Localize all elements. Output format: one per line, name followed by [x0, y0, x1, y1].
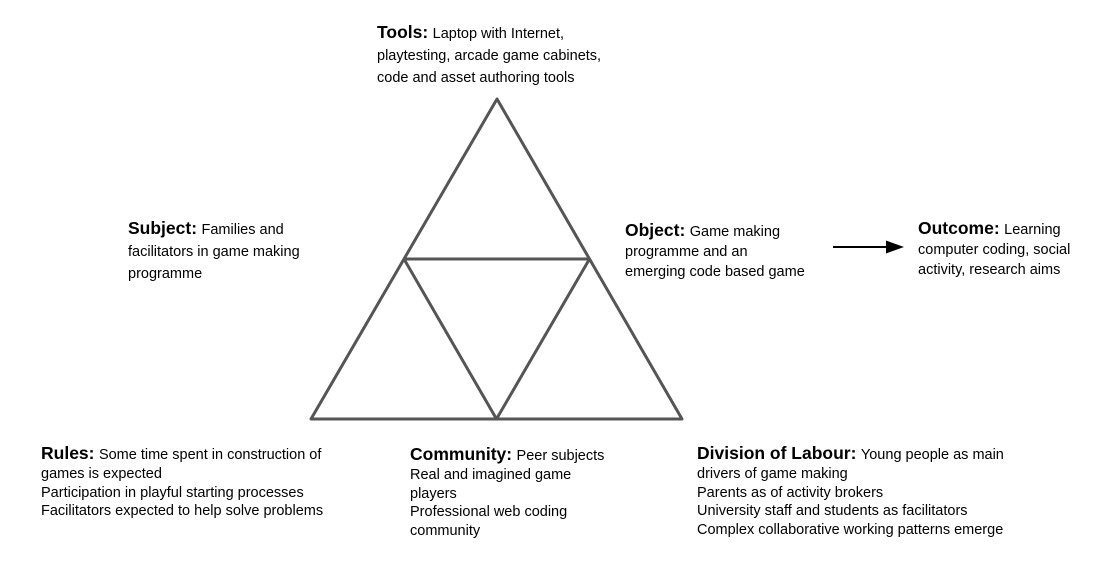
rules-label: Rules: — [41, 443, 95, 463]
object-label: Object: — [625, 220, 686, 240]
tools-label: Tools: — [377, 22, 429, 42]
division-of-labour-label: Division of Labour: — [697, 443, 857, 463]
rules-body: Some time spent in construction of games… — [41, 447, 324, 519]
object-node: Object: Game making programme and an eme… — [625, 220, 830, 282]
outcome-body: Learning computer coding, social activit… — [918, 222, 1071, 278]
community-node: Community: Peer subjects Real and imagin… — [410, 442, 645, 540]
subject-node: Subject: Families and facilitators in ga… — [128, 218, 358, 285]
rules-node: Rules: Some time spent in construction o… — [41, 441, 386, 521]
inner-left-diagonal-line — [402, 258, 498, 420]
outcome-node: Outcome: Learning computer coding, socia… — [918, 218, 1098, 280]
outcome-label: Outcome: — [918, 218, 1000, 238]
division-of-labour-node: Division of Labour: Young people as main… — [697, 441, 1047, 539]
inner-right-diagonal-line — [495, 258, 591, 420]
community-body: Peer subjects Real and imagined game pla… — [410, 448, 605, 539]
object-outcome-arrow-head — [886, 240, 904, 254]
division-of-labour-body: Young people as main drivers of game mak… — [697, 447, 1004, 538]
tools-node: Tools: Laptop with Internet, playtesting… — [377, 22, 657, 89]
community-label: Community: — [410, 444, 513, 464]
subject-body: Families and facilitators in game making… — [128, 222, 300, 282]
tools-body: Laptop with Internet, playtesting, arcad… — [377, 26, 602, 86]
object-body: Game making programme and an emerging co… — [625, 224, 805, 280]
subject-label: Subject: — [128, 218, 198, 238]
